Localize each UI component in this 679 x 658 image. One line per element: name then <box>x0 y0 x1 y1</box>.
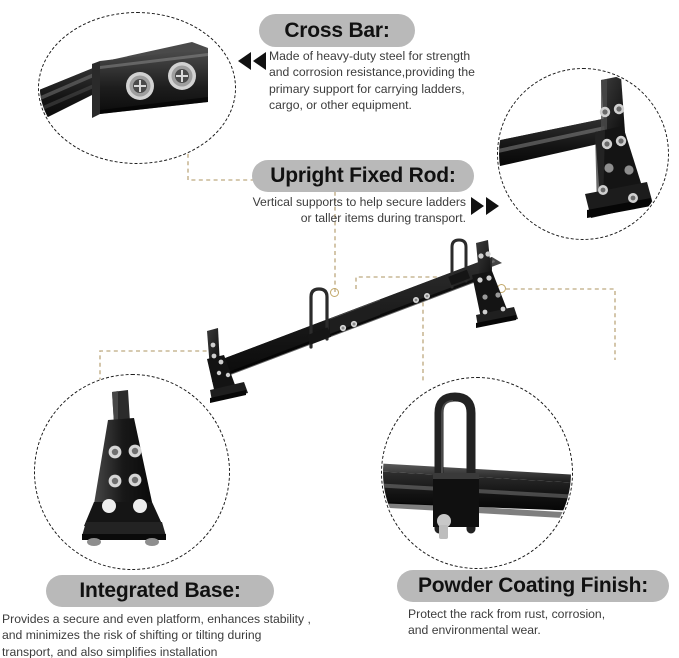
arrow-left-icon <box>253 52 266 70</box>
upright-rod-heading: Upright Fixed Rod: <box>252 160 474 192</box>
integrated-base-heading: Integrated Base: <box>46 575 274 607</box>
cross-bar-closeup-art <box>40 42 208 121</box>
cross-bar-heading: Cross Bar: <box>259 14 415 47</box>
upright-rod-closeup-art <box>499 76 653 218</box>
arrow-right-icon <box>486 197 499 215</box>
powder-coating-photo-clip <box>383 379 571 567</box>
arrow-left-icon <box>238 52 251 70</box>
integrated-base-photo-clip <box>36 376 228 568</box>
powder-coating-closeup-art <box>383 392 571 539</box>
powder-coating-heading: Powder Coating Finish: <box>397 570 669 602</box>
cross-bar-heading-label: Cross Bar: <box>284 18 390 42</box>
upright-rod-photo-clip <box>499 70 667 238</box>
connector-marker-crossbar <box>330 288 339 297</box>
integrated-base-heading-label: Integrated Base: <box>79 579 241 602</box>
upright-rod-heading-label: Upright Fixed Rod: <box>270 164 456 187</box>
cross-bar-body: Made of heavy-duty steel for strength an… <box>269 49 475 113</box>
powder-coating-body: Protect the rack from rust, corrosion, a… <box>408 607 606 638</box>
cross-bar-photo-clip <box>40 14 234 162</box>
integrated-base-body: Provides a secure and even platform, enh… <box>2 612 311 658</box>
powder-coating-heading-label: Powder Coating Finish: <box>417 574 649 597</box>
upright-rod-body: Vertical supports to help secure ladders… <box>252 195 466 226</box>
product-main-illustration <box>207 238 518 403</box>
cross-bar-arrows <box>238 52 266 70</box>
integrated-base-closeup-art <box>82 390 166 546</box>
arrow-right-icon <box>471 197 484 215</box>
upright-rod-arrows <box>471 197 499 215</box>
